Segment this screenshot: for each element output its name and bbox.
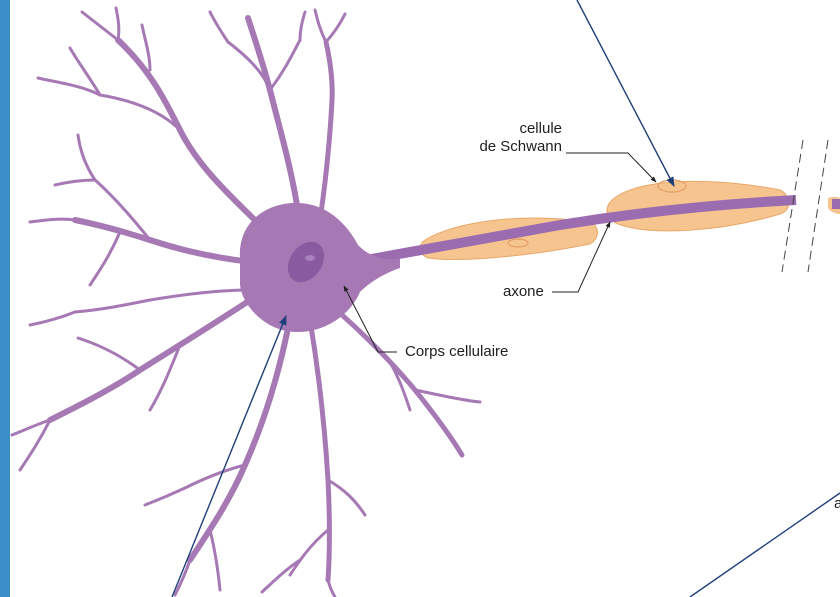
arrow-bottom-right bbox=[690, 493, 840, 597]
dendrite-lower bbox=[190, 318, 290, 560]
dendrite-left bbox=[75, 220, 252, 262]
dendrite-upper-left bbox=[118, 40, 270, 235]
dendrite-upper-mid bbox=[248, 18, 300, 228]
label-axon: axone bbox=[503, 283, 544, 301]
label-schwann-line2: de Schwann bbox=[402, 138, 562, 156]
cell-body bbox=[240, 203, 400, 332]
label-schwann-cell: cellule de Schwann bbox=[402, 120, 562, 156]
label-schwann-line1: cellule bbox=[402, 120, 562, 138]
label-cell-body: Corps cellulaire bbox=[405, 343, 508, 361]
arrow-to-schwann bbox=[577, 0, 674, 186]
arrow-to-cell-body bbox=[172, 316, 286, 597]
label-edge-fragment: a bbox=[834, 495, 840, 512]
dendrites bbox=[12, 8, 480, 597]
schwann-leader bbox=[566, 153, 656, 182]
